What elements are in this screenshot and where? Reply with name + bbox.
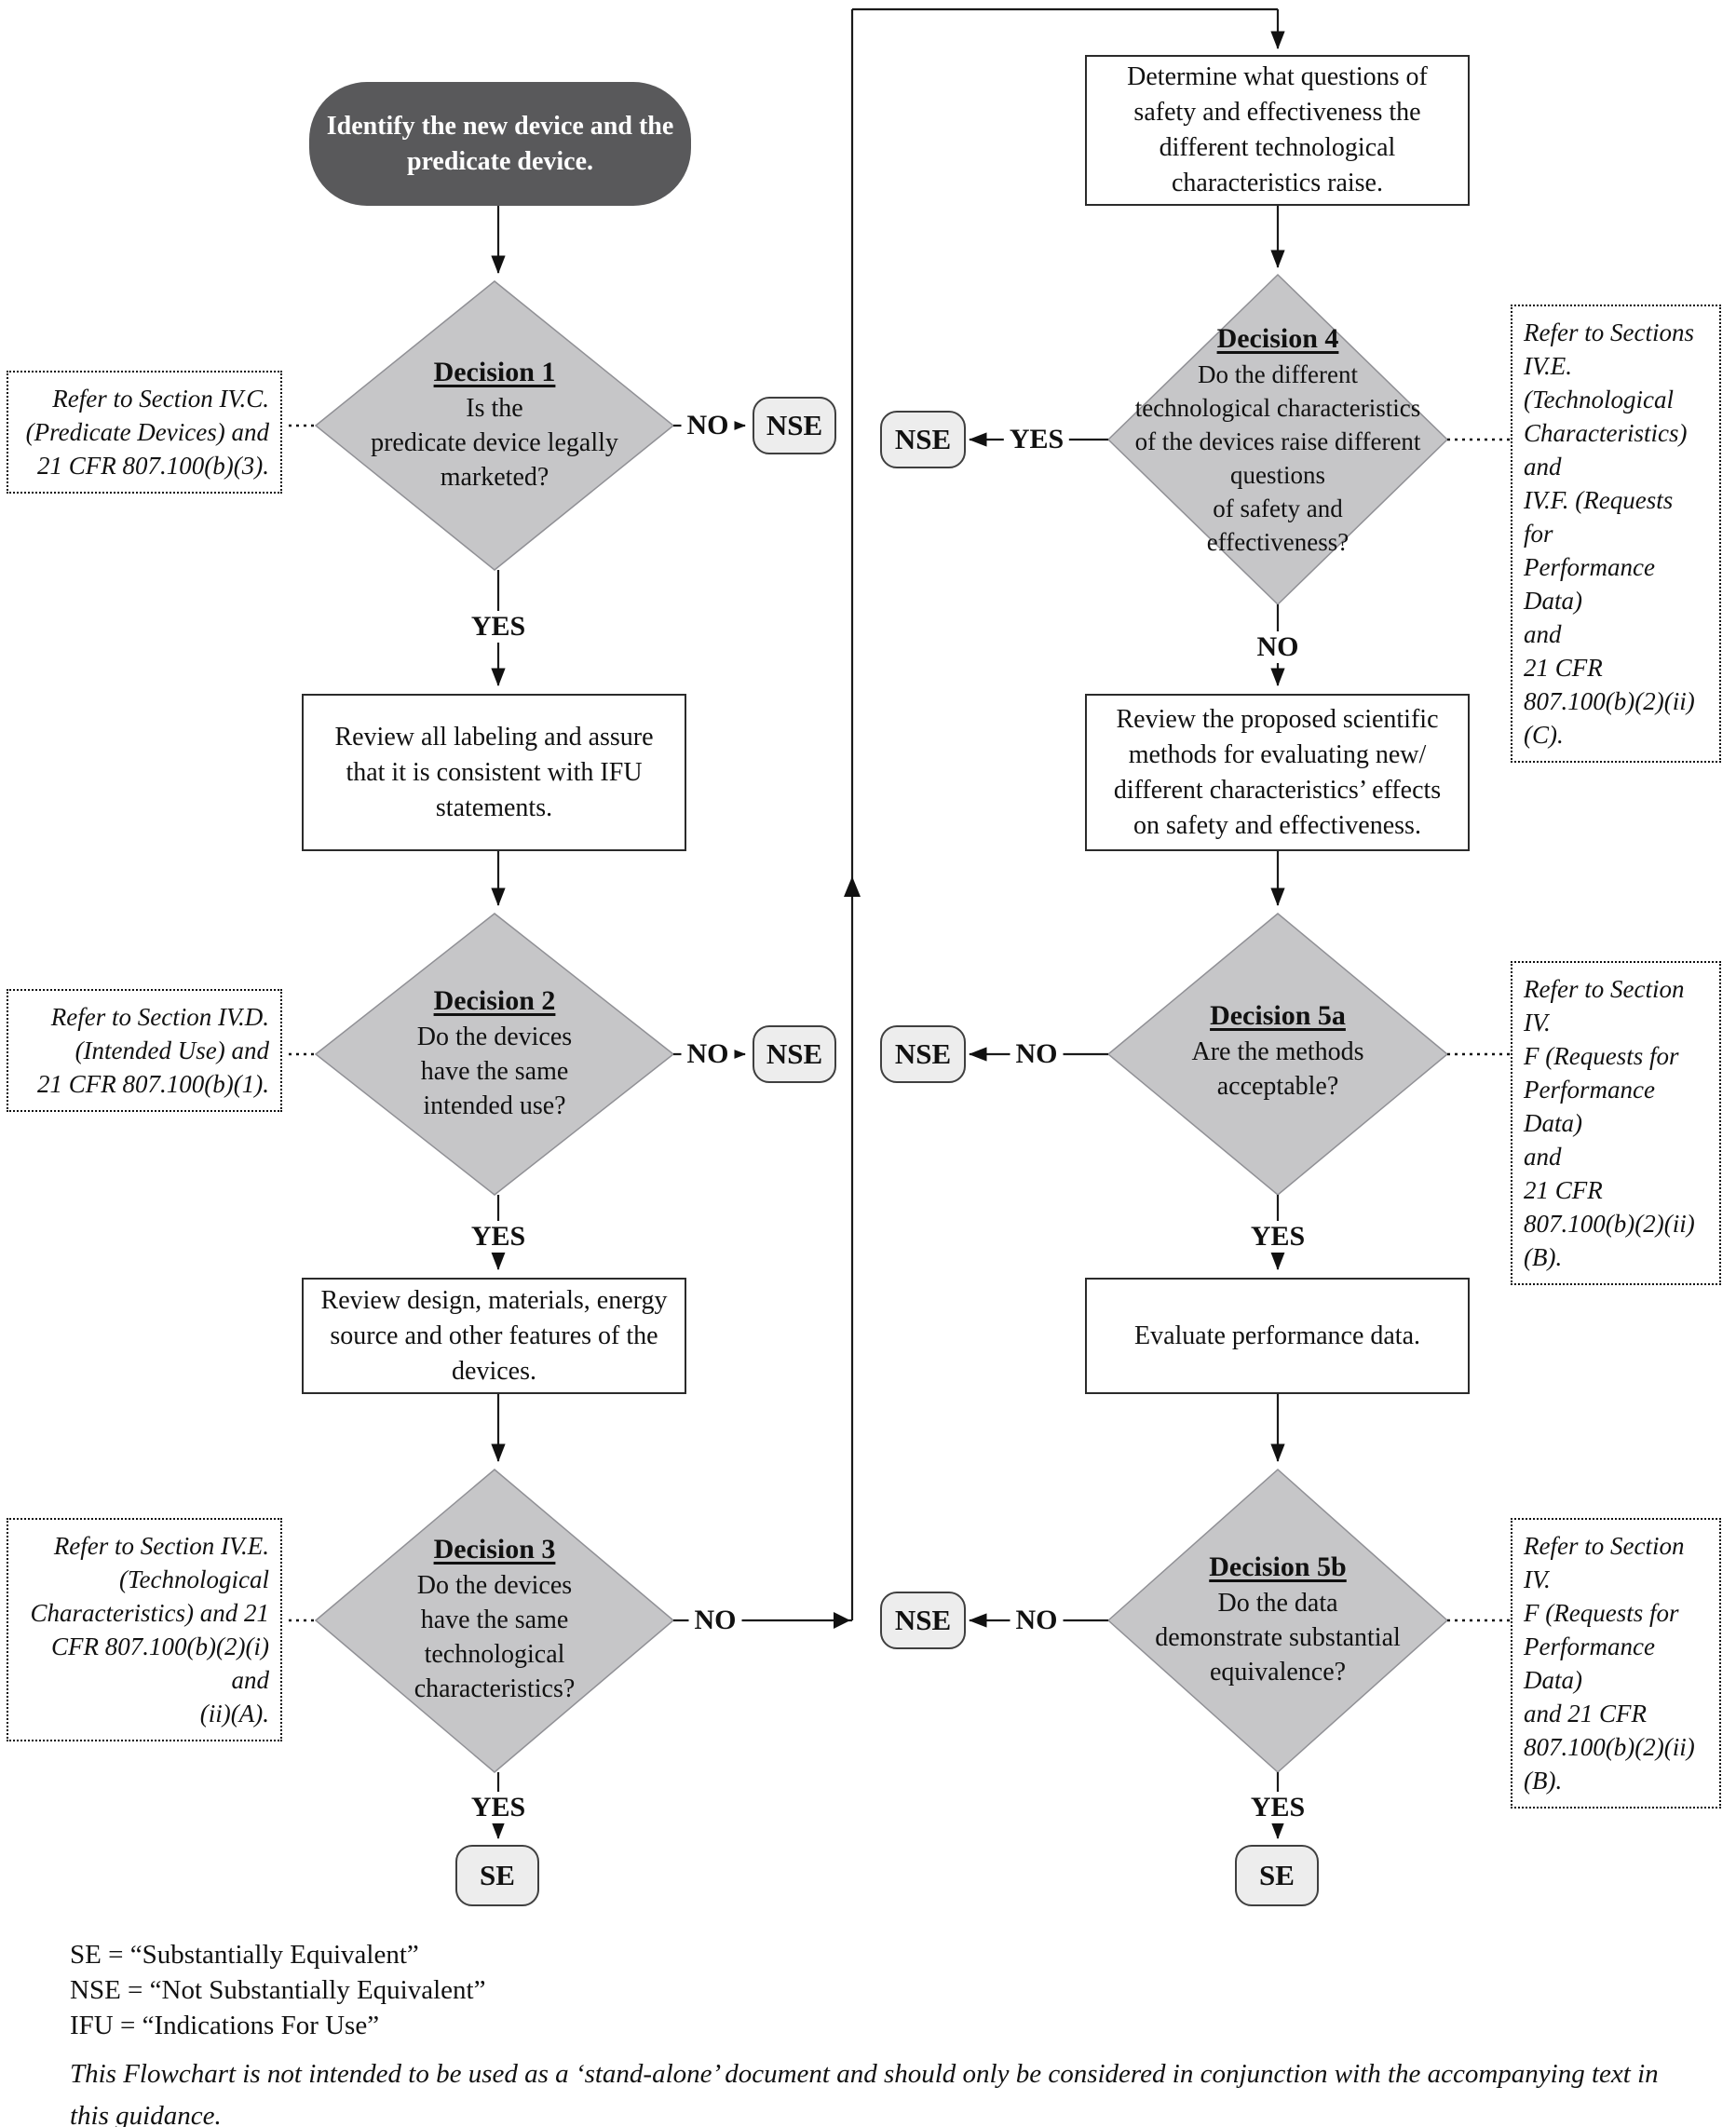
evaluate-performance-box: Evaluate performance data. [1085,1278,1470,1394]
yes-label-decision3: YES [465,1792,532,1823]
decision-1-text: Decision 1 Is the predicate device legal… [327,355,662,494]
review-methods-box: Review the proposed scientific methods f… [1085,694,1470,851]
no-label-decision2: NO [681,1038,735,1070]
determine-questions-box: Determine what questions of safety and e… [1085,55,1470,206]
ref-note-decision3: Refer to Section IV.E. (Technological Ch… [7,1518,282,1741]
decision-2-title: Decision 2 [433,985,556,1016]
decision-5b-question: Do the data demonstrate substantial equi… [1155,1589,1401,1687]
review-labeling-box: Review all labeling and assure that it i… [302,694,686,851]
decision-5b-title: Decision 5b [1209,1551,1347,1582]
decision-5a-question: Are the methods acceptable? [1191,1037,1364,1101]
decision-2-question: Do the devices have the same intended us… [416,1023,573,1120]
nse-terminal-decision5b: NSE [880,1592,966,1649]
footer-disclaimer: This Flowchart is not intended to be use… [70,2059,1659,2127]
ref-note-decision2: Refer to Section IV.D. (Intended Use) an… [7,989,282,1112]
no-label-decision5b: NO [1010,1605,1064,1636]
review-design-box: Review design, materials, energy source … [302,1278,686,1394]
decision-5b-text: Decision 5b Do the data demonstrate subs… [1110,1550,1445,1689]
se-terminal-decision5b: SE [1235,1845,1319,1906]
legend-line-ifu: IFU = “Indications For Use” [70,2011,380,2040]
nse-terminal-decision1: NSE [753,397,836,454]
decision-5a-title: Decision 5a [1210,1000,1346,1031]
nse-terminal-decision2: NSE [753,1025,836,1083]
riser-arrowhead-up [844,876,861,897]
decision-4-question: Do the different technological character… [1134,360,1421,556]
ref-note-decision4: Refer to Sections IV.E. (Technological C… [1511,305,1721,763]
ref-note-decision1: Refer to Section IV.C. (Predicate Device… [7,371,282,494]
decision-3-question: Do the devices have the same technologic… [414,1571,576,1703]
decision-1-title: Decision 1 [433,357,556,387]
junction-arrowhead-right [834,1612,850,1629]
start-node: Identify the new device and the predicat… [309,82,691,206]
yes-label-decision4: YES [1003,424,1070,455]
legend-line-nse: NSE = “Not Substantially Equivalent” [70,1975,486,2005]
yes-label-decision5a: YES [1244,1221,1311,1253]
legend: SE = “Substantially Equivalent” NSE = “N… [70,1937,485,2043]
decision-1-question: Is the predicate device legally marketed… [371,394,618,492]
yes-label-decision2: YES [465,1221,532,1253]
decision-3-text: Decision 3 Do the devices have the same … [327,1532,662,1706]
legend-line-se: SE = “Substantially Equivalent” [70,1940,419,1970]
ref-note-decision5b: Refer to Section IV. F (Requests for Per… [1511,1518,1721,1809]
decision-4-text: Decision 4 Do the different technologica… [1087,322,1469,559]
decision-2-text: Decision 2 Do the devices have the same … [327,983,662,1123]
no-label-decision3: NO [688,1605,742,1636]
decision-5a-text: Decision 5a Are the methods acceptable? [1110,998,1445,1104]
nse-terminal-decision5a: NSE [880,1025,966,1083]
se-terminal-decision3: SE [455,1845,539,1906]
no-label-decision5a: NO [1010,1038,1064,1070]
decision-3-title: Decision 3 [433,1534,556,1565]
no-label-decision1: NO [681,410,735,441]
decision-4-title: Decision 4 [1216,323,1339,354]
yes-label-decision1: YES [465,611,532,643]
yes-label-decision5b: YES [1244,1792,1311,1823]
nse-terminal-decision4: NSE [880,411,966,468]
no-label-decision4: NO [1251,631,1305,663]
ref-note-decision5a: Refer to Section IV. F (Requests for Per… [1511,961,1721,1285]
